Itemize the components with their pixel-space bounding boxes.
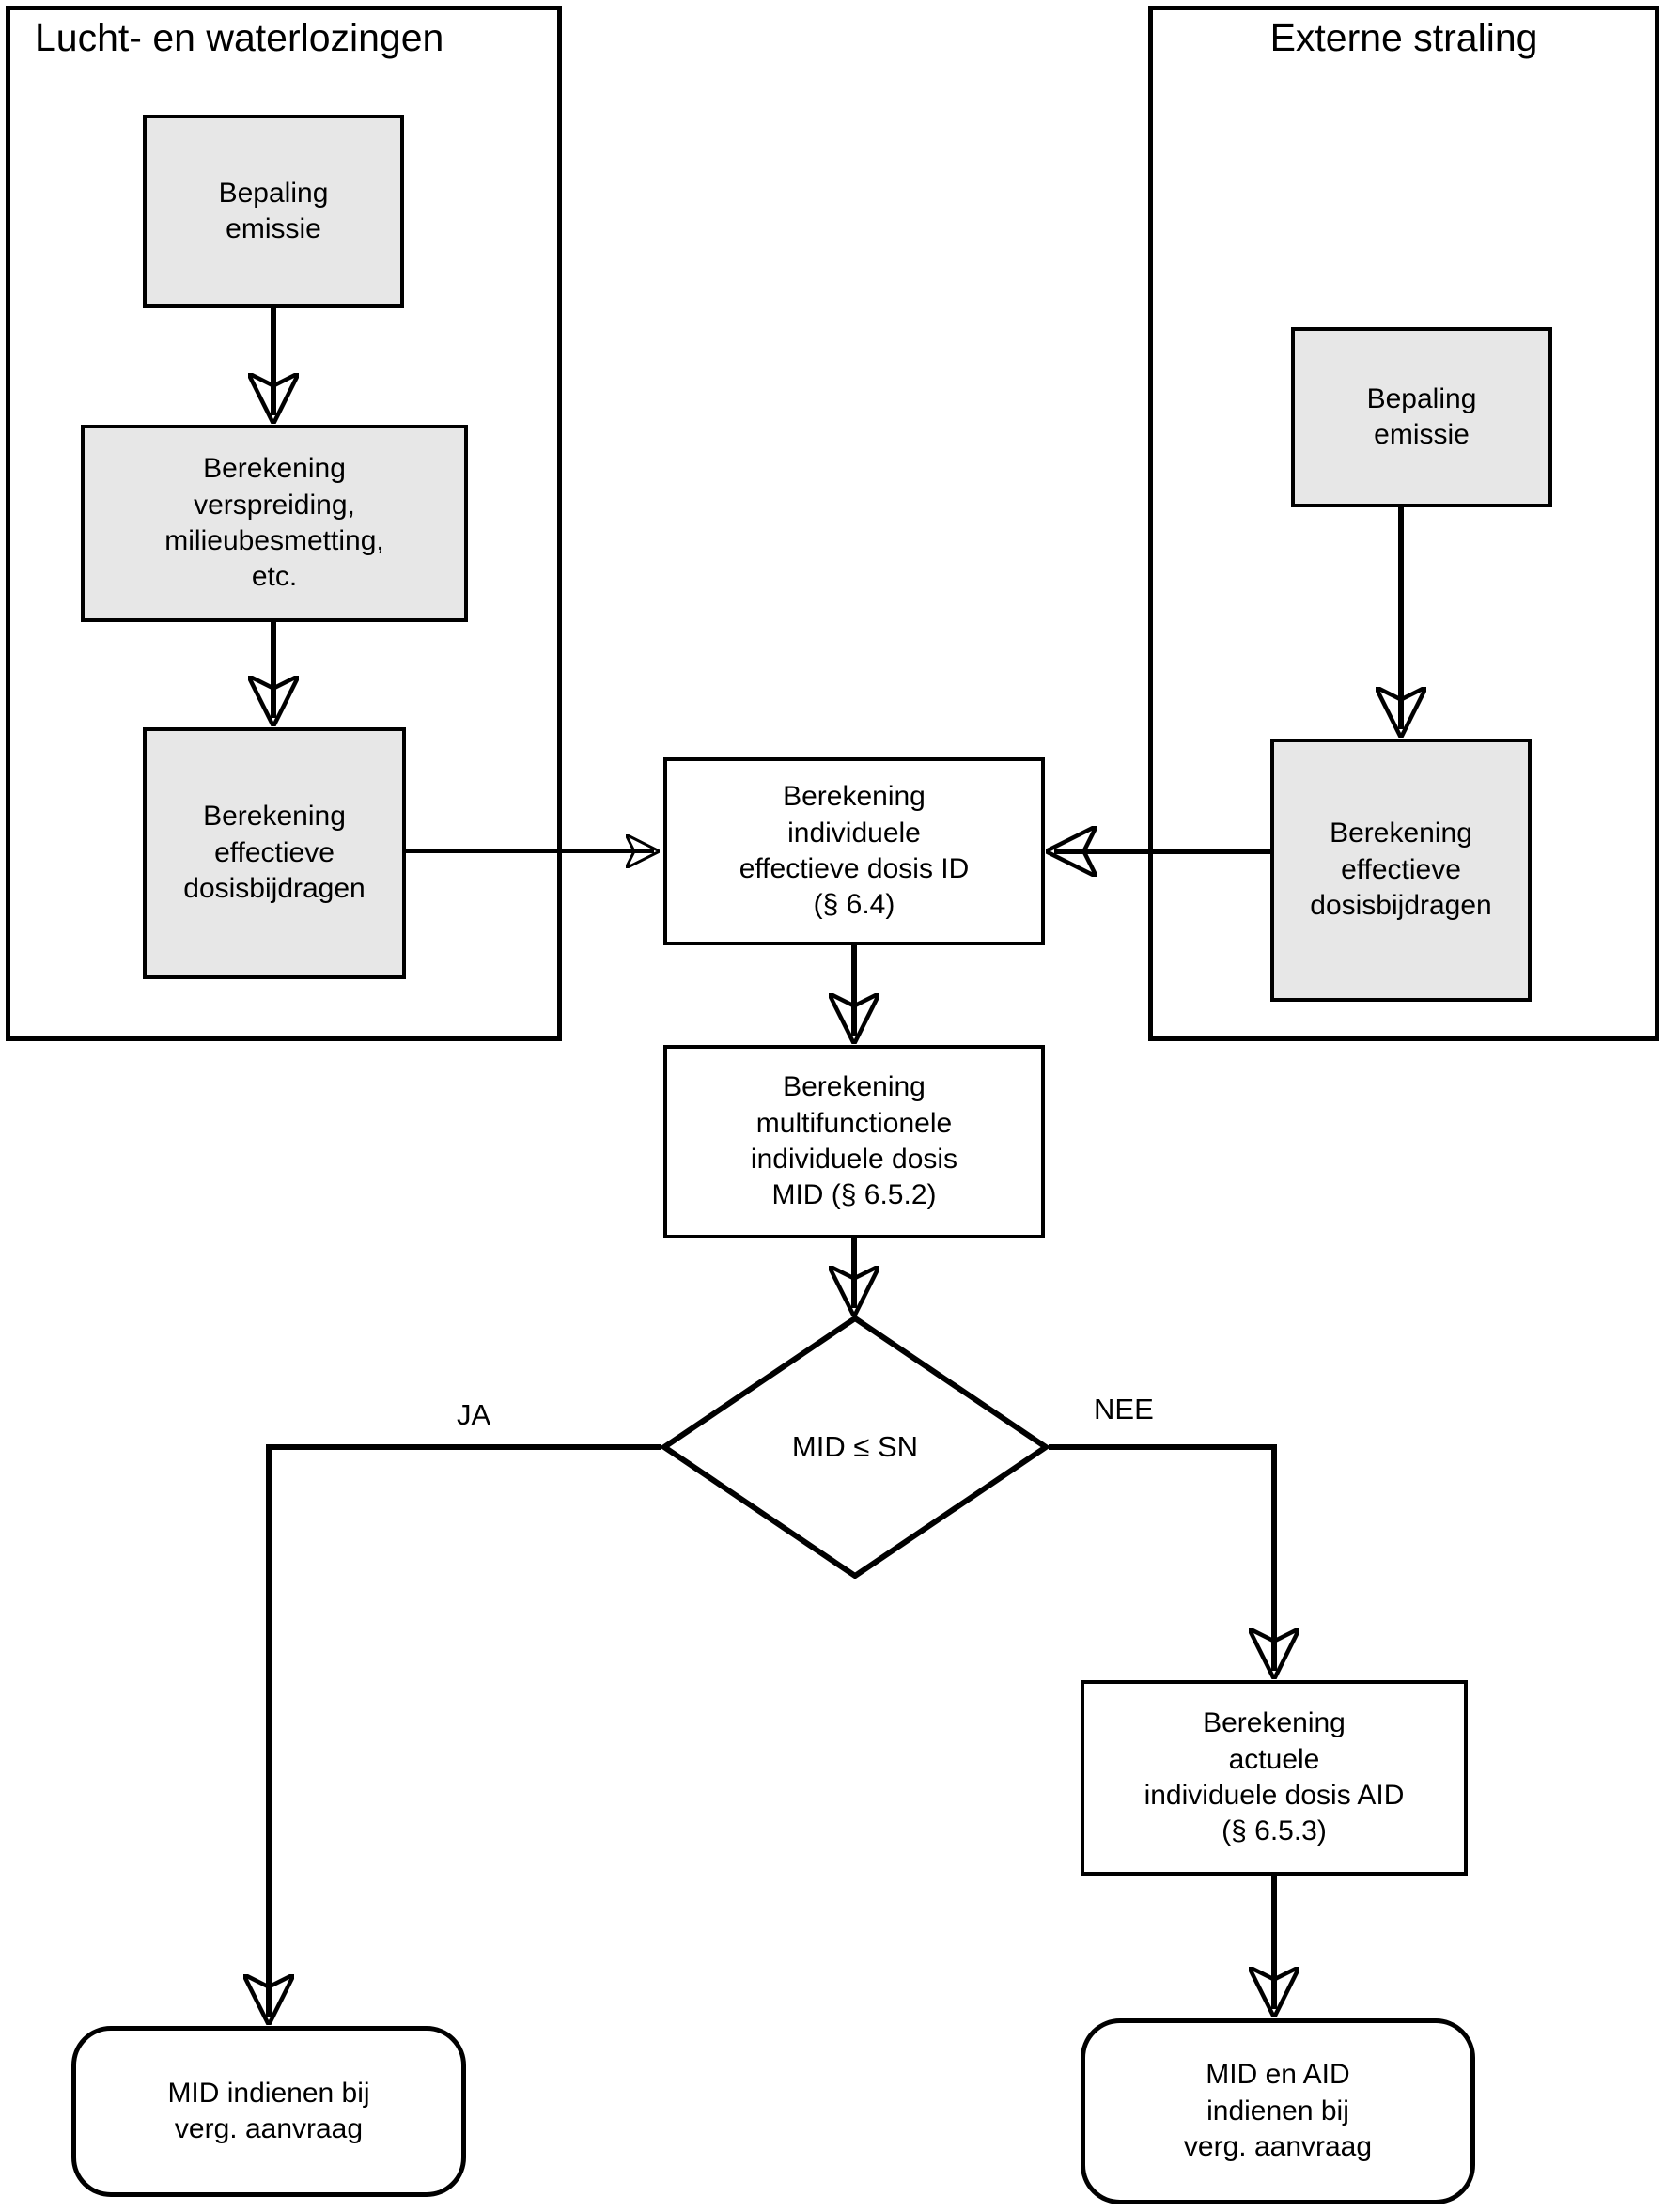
edge-label-ja: JA: [457, 1398, 491, 1431]
node-berekening-actuele-individuele-dosis-aid[interactable]: Berekening actuele individuele dosis AID…: [1081, 1680, 1468, 1876]
edge-label-nee: NEE: [1094, 1393, 1154, 1425]
node-berekening-multifunctionele-individuele-dosis-mid[interactable]: Berekening multifunctionele individuele …: [663, 1045, 1045, 1238]
node-berekening-individuele-effectieve-dosis-id[interactable]: Berekening individuele effectieve dosis …: [663, 757, 1045, 945]
node-label: Bepaling emissie: [218, 177, 329, 244]
node-mid-indienen[interactable]: MID indienen bij verg. aanvraag: [71, 2026, 466, 2197]
edge-ja-branch: [269, 1444, 661, 2017]
decision-mid-le-sn[interactable]: MID ≤ SN: [661, 1316, 1049, 1579]
node-label: Berekening verspreiding, milieubesmettin…: [164, 453, 384, 593]
node-mid-en-aid-indienen[interactable]: MID en AID indienen bij verg. aanvraag: [1081, 2018, 1475, 2204]
group-title-externe-straling: Externe straling: [1269, 16, 1538, 59]
node-label: Bepaling emissie: [1366, 382, 1477, 450]
node-lw-berekening-verspreiding[interactable]: Berekening verspreiding, milieubesmettin…: [81, 425, 468, 622]
edge-nee-branch: [1049, 1444, 1274, 1671]
node-label: Berekening effectieve dosisbijdragen: [183, 801, 366, 905]
node-lw-bepaling-emissie[interactable]: Bepaling emissie: [143, 115, 404, 308]
node-es-bepaling-emissie[interactable]: Bepaling emissie: [1291, 327, 1552, 507]
node-lw-berekening-effectieve-dosisbijdragen[interactable]: Berekening effectieve dosisbijdragen: [143, 727, 406, 979]
node-label: MID indienen bij verg. aanvraag: [167, 2077, 370, 2144]
node-label: Berekening actuele individuele dosis AID…: [1144, 1707, 1405, 1847]
group-panel-lucht-en-waterlozingen: [6, 6, 562, 1041]
node-label: Berekening multifunctionele individuele …: [750, 1071, 958, 1211]
node-label: MID en AID indienen bij verg. aanvraag: [1183, 2059, 1373, 2163]
group-title-lucht-en-waterlozingen: Lucht- en waterlozingen: [35, 16, 444, 59]
node-label: Berekening effectieve dosisbijdragen: [1310, 818, 1492, 922]
node-es-berekening-effectieve-dosisbijdragen[interactable]: Berekening effectieve dosisbijdragen: [1270, 739, 1532, 1002]
node-label: Berekening individuele effectieve dosis …: [739, 781, 970, 921]
group-panel-externe-straling: [1148, 6, 1659, 1041]
